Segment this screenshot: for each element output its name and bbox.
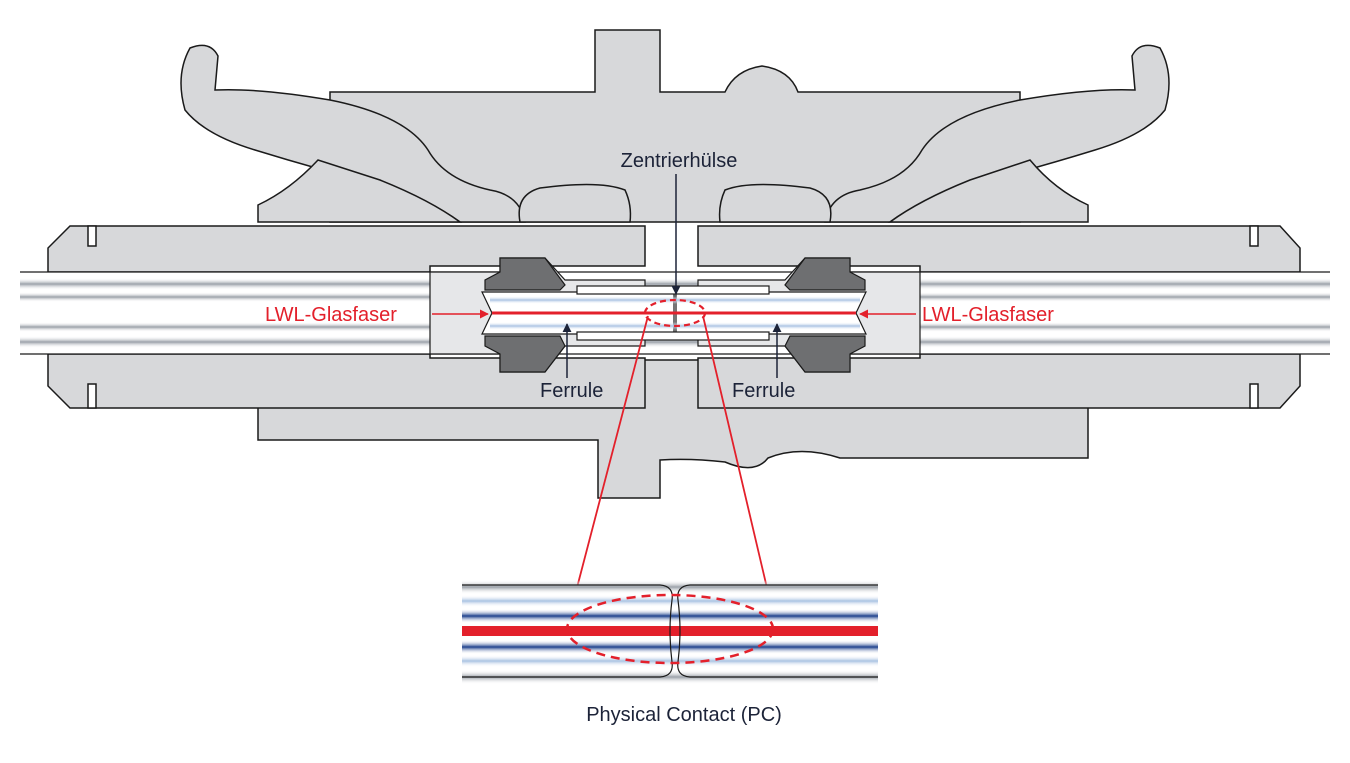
label-ferrule-right: Ferrule <box>732 380 795 402</box>
left-nut-lower <box>484 335 566 373</box>
cable-band-lower2 <box>20 336 1330 348</box>
contact-zone-marker <box>643 298 707 328</box>
left-nut <box>484 257 566 291</box>
detail-right-ferrule-end <box>677 584 878 678</box>
centering-sleeve-bottom <box>576 331 770 341</box>
label-glasfaser-right: LWL-Glasfaser <box>922 304 1054 326</box>
zoom-lines <box>567 315 776 623</box>
left-connector-lower <box>47 353 646 409</box>
right-connector-upper <box>697 225 1301 273</box>
right-notch-bottom <box>1249 383 1259 409</box>
label-ferrule-left: Ferrule <box>540 380 603 402</box>
right-inner-tab <box>718 183 832 223</box>
right-latch-foot <box>887 159 1089 223</box>
left-latch-foot <box>257 159 463 223</box>
left-inner-tab <box>518 183 632 223</box>
detail-left-ferrule-end <box>462 584 673 678</box>
left-connector <box>47 225 646 409</box>
centering-sleeve-top <box>576 285 770 295</box>
annotations: Zentrierhülse LWL-Glasfaser LWL-Glasfase… <box>265 150 1054 726</box>
detail-light-top <box>462 595 878 607</box>
left-notch-bottom <box>87 383 97 409</box>
right-nut <box>784 257 866 291</box>
detail-light-bottom <box>462 655 878 667</box>
housing-top-body <box>329 29 1021 223</box>
caption-physical-contact: Physical Contact (PC) <box>586 704 782 726</box>
magnified-detail <box>462 580 878 684</box>
right-notch-top <box>1249 225 1259 247</box>
ferrules <box>481 285 867 341</box>
left-latch-arm <box>180 44 526 223</box>
label-zentrierhulse: Zentrierhülse <box>621 150 738 172</box>
left-connector-upper <box>47 225 646 273</box>
detail-outer-bottom <box>462 670 878 684</box>
label-glasfaser-left: LWL-Glasfaser <box>265 304 397 326</box>
detail-outer-top <box>462 580 878 594</box>
left-notch-top <box>87 225 97 247</box>
detail-contact-zone <box>565 593 775 665</box>
right-nut-lower <box>784 335 866 373</box>
cable-band-upper <box>20 278 1330 290</box>
right-latch-arm <box>824 44 1170 223</box>
